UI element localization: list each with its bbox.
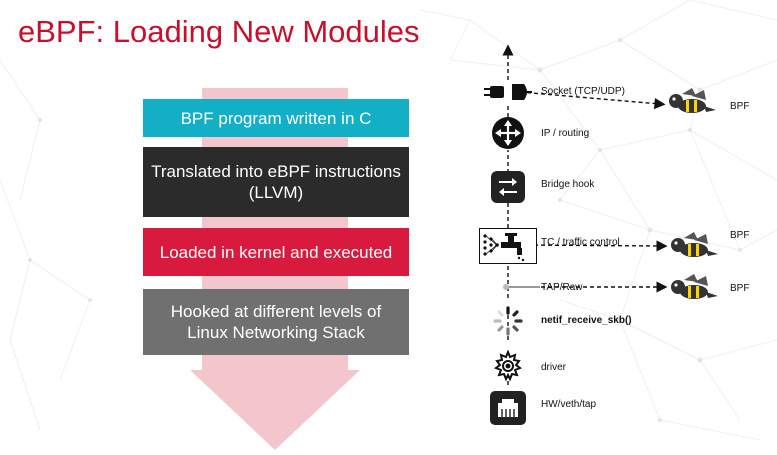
traffic-control-icon — [479, 228, 537, 264]
bridge-icon — [491, 171, 525, 203]
stack-label-bridge-hook: Bridge hook — [541, 179, 595, 190]
bee-icon — [671, 232, 718, 257]
socket-plug-icon — [484, 84, 532, 100]
router-icon — [492, 117, 524, 149]
bpf-label-socket: BPF — [730, 101, 750, 112]
gear-icon — [493, 350, 523, 382]
step-bpf-program-c: BPF program written in C — [143, 99, 409, 137]
ethernet-port-icon — [490, 391, 526, 425]
stack-label-ip-routing: IP / routing — [541, 128, 590, 139]
bee-icon — [669, 88, 716, 113]
bee-icon — [671, 274, 718, 299]
slide-title: eBPF: Loading New Modules — [18, 14, 420, 49]
spinner-icon — [493, 306, 523, 336]
stack-label-socket: Socket (TCP/UDP) — [541, 86, 625, 97]
stack-label-hw: HW/veth/tap — [541, 399, 597, 410]
step-translated-llvm: Translated into eBPF instructions (LLVM) — [143, 147, 409, 217]
bpf-label-tc: BPF — [730, 230, 750, 241]
step-loaded-kernel: Loaded in kernel and executed — [143, 228, 409, 276]
stack-label-traffic-control: TC / traffic control — [541, 237, 620, 248]
stack-label-tap-raw: TAP/Raw — [541, 282, 583, 293]
stack-label-netif-receive: netif_receive_skb() — [541, 315, 632, 326]
tap-line-icon — [503, 284, 540, 290]
step-hooked-network-stack: Hooked at different levels of Linux Netw… — [143, 289, 409, 355]
stack-label-driver: driver — [541, 362, 567, 373]
bpf-label-tap: BPF — [730, 283, 750, 294]
